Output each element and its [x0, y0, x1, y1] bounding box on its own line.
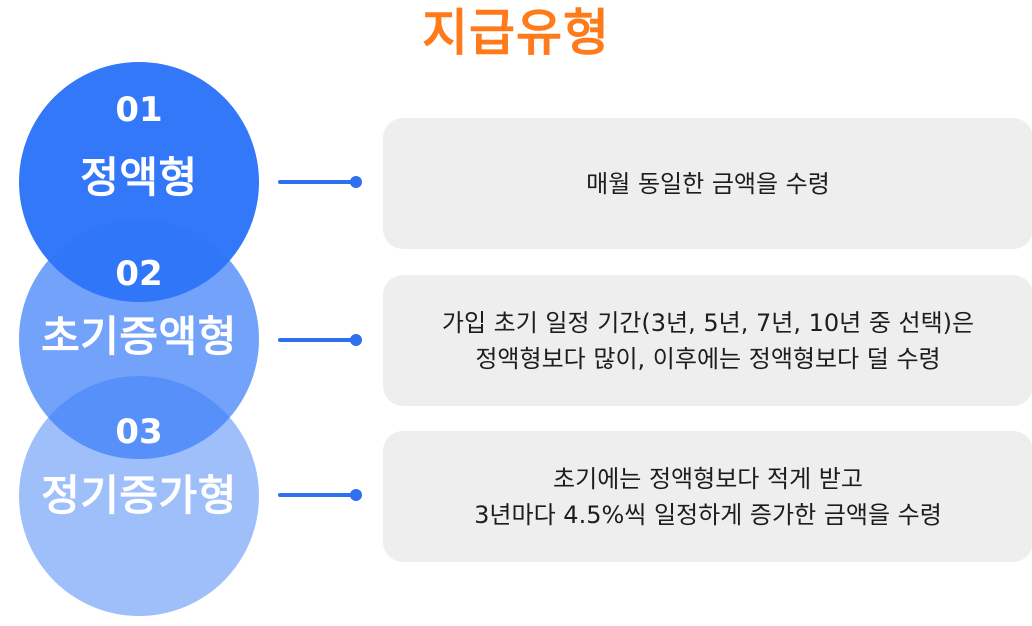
description-line: 초기에는 정액형보다 적게 받고: [553, 464, 863, 493]
connector-line: [278, 180, 356, 184]
type-name: 초기증액형: [41, 312, 237, 361]
connector-line: [278, 338, 356, 342]
description-line: 정액형보다 많이, 이후에는 정액형보다 덜 수령: [475, 344, 941, 373]
type-circle-fixed: [19, 62, 259, 302]
page-title: 지급유형: [422, 4, 610, 62]
connector-dot: [350, 489, 362, 501]
description-line: 3년마다 4.5%씩 일정하게 증가한 금액을 수령: [474, 500, 942, 529]
description-box: 매월 동일한 금액을 수령: [383, 118, 1032, 249]
description-line: 가입 초기 일정 기간(3년, 5년, 7년, 10년 중 선택)은: [441, 308, 975, 337]
type-number: 01: [115, 90, 163, 130]
type-number: 03: [115, 412, 163, 452]
description-line: 매월 동일한 금액을 수령: [586, 169, 830, 198]
description-box: 초기에는 정액형보다 적게 받고 3년마다 4.5%씩 일정하게 증가한 금액을…: [383, 431, 1032, 562]
type-name: 정액형: [80, 153, 198, 202]
type-number: 02: [115, 254, 163, 294]
connector-dot: [350, 334, 362, 346]
connector-line: [278, 493, 356, 497]
type-name: 정기증가형: [41, 471, 237, 520]
connector-dot: [350, 176, 362, 188]
description-box: 가입 초기 일정 기간(3년, 5년, 7년, 10년 중 선택)은 정액형보다…: [383, 275, 1032, 406]
